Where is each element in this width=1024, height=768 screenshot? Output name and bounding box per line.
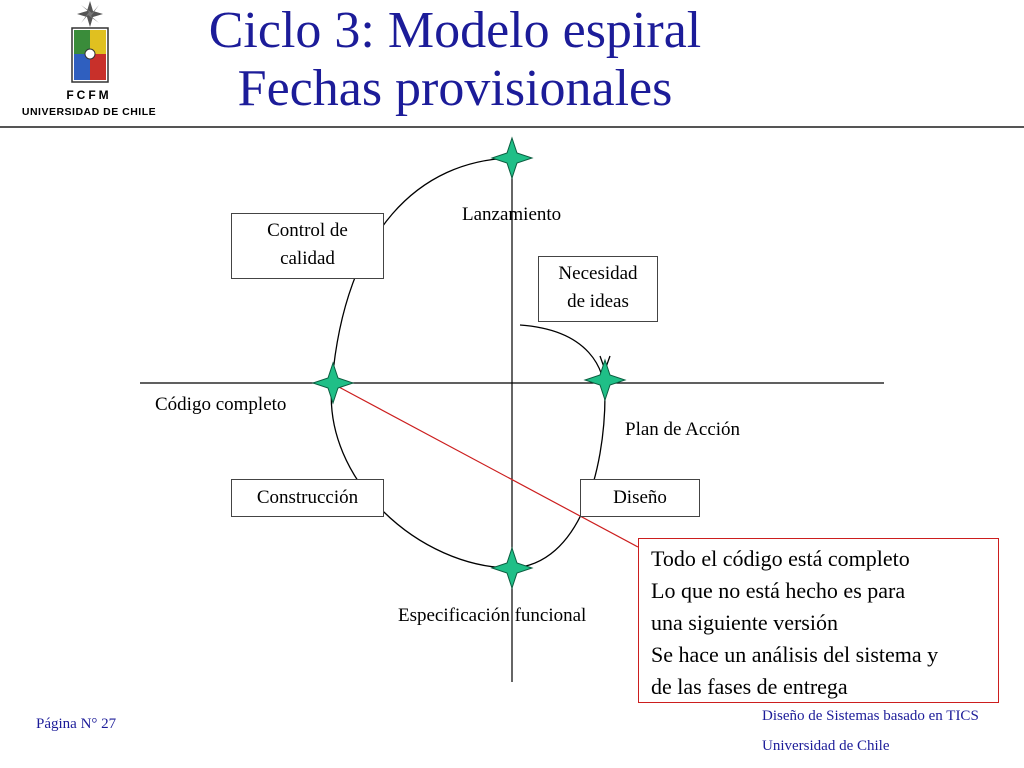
milestone-star-top-icon [490, 136, 534, 180]
milestone-star-right-icon [583, 358, 627, 402]
note-connector-line [336, 385, 639, 548]
box-needs-line-2: de ideas [567, 291, 629, 312]
box-quality-line-2: calidad [280, 248, 335, 269]
logo-university-text: UNIVERSIDAD DE CHILE [21, 106, 157, 118]
milestone-label-bottom: Especificación funcional [398, 605, 587, 626]
box-quality-line-1: Control de [267, 220, 348, 241]
footer-course: Diseño de Sistemas basado en TICS [762, 708, 979, 724]
note-line-5: de las fases de entrega [651, 674, 848, 699]
milestone-star-left-icon [311, 361, 355, 405]
box-construction: Construcción [231, 479, 384, 517]
crest-icon [71, 1, 109, 83]
milestone-label-right: Plan de Acción [625, 419, 741, 440]
note-line-1: Todo el código está completo [651, 546, 910, 571]
note-line-3: una siguiente versión [651, 610, 838, 635]
title-line-2: Fechas provisionales [237, 60, 673, 117]
logo-fcfm-text: FCFM [66, 88, 112, 102]
explanation-note: Todo el código está completo Lo que no e… [638, 538, 999, 703]
footer-university: Universidad de Chile [762, 738, 890, 754]
title-line-1: Ciclo 3: Modelo espiral [208, 2, 702, 59]
box-idea-needs: Necesidad de ideas [538, 256, 658, 322]
note-line-2: Lo que no está hecho es para [651, 578, 906, 603]
box-needs-line-1: Necesidad [558, 263, 638, 284]
milestone-label-left: Código completo [155, 394, 287, 415]
title-divider [0, 126, 1024, 128]
slide-title: Ciclo 3: Modelo espiral Fechas provision… [175, 2, 735, 118]
page-number: Página N° 27 [36, 716, 117, 732]
note-line-4: Se hace un análisis del sistema y [651, 642, 939, 667]
milestone-label-top: Lanzamiento [462, 204, 562, 225]
box-quality-control: Control de calidad [231, 213, 384, 279]
milestone-star-bottom-icon [490, 546, 534, 590]
box-design: Diseño [580, 479, 700, 517]
